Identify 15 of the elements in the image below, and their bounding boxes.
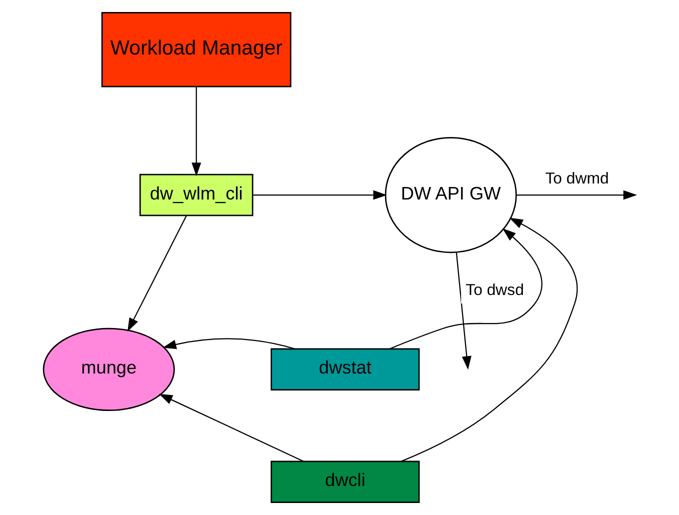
arrow [388, 228, 542, 350]
arrow [252, 190, 386, 200]
arrow [126, 215, 186, 332]
node-box: Workload Manager [100, 12, 291, 88]
node-box: dw_wlm_cli [138, 174, 253, 216]
arrow [158, 394, 304, 462]
edge-label: To dwsd [465, 282, 524, 300]
arrow [162, 338, 295, 350]
edge-label: To dwmd [544, 170, 608, 188]
arrow [455, 252, 471, 370]
node-box: dwstat [270, 348, 420, 391]
arrow [516, 190, 636, 200]
arrow [191, 86, 201, 176]
arrow [400, 218, 578, 462]
node-box: dwcli [270, 460, 420, 504]
